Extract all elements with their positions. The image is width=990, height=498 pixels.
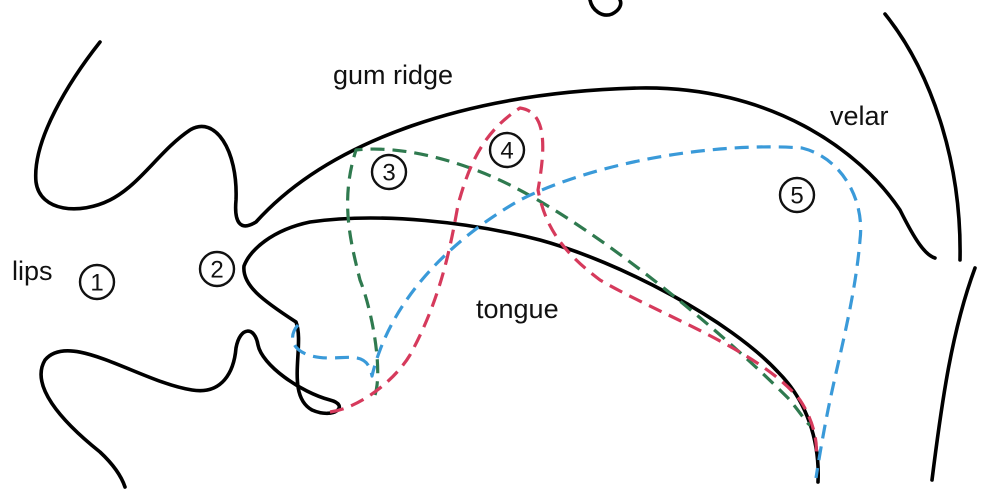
region-labels: gum ridge velar lips tongue bbox=[12, 60, 889, 324]
blue-dashed-tongue-curve bbox=[293, 147, 861, 478]
lips-label: lips bbox=[12, 256, 53, 286]
top-curl-outline bbox=[590, 0, 621, 15]
marker-1: 1 bbox=[80, 265, 114, 299]
marker-3-label: 3 bbox=[382, 160, 395, 187]
tongue-label: tongue bbox=[476, 294, 559, 324]
tongue-lower-lip-outline bbox=[41, 218, 818, 487]
marker-4-label: 4 bbox=[500, 138, 513, 165]
pharynx-lower-outline bbox=[932, 268, 975, 480]
gum-ridge-label: gum ridge bbox=[333, 60, 453, 90]
marker-1-label: 1 bbox=[90, 270, 103, 297]
upper-lip-palate-outline bbox=[36, 42, 935, 258]
anatomy-outlines bbox=[36, 0, 975, 487]
marker-3: 3 bbox=[372, 155, 406, 189]
marker-4: 4 bbox=[490, 133, 524, 167]
velar-label: velar bbox=[830, 101, 889, 131]
marker-2: 2 bbox=[200, 252, 234, 286]
pharynx-upper-outline bbox=[885, 14, 960, 260]
marker-5: 5 bbox=[780, 178, 814, 212]
position-markers: 1 2 3 4 5 bbox=[80, 133, 814, 299]
marker-2-label: 2 bbox=[210, 257, 223, 284]
green-dashed-tongue-curve bbox=[348, 149, 810, 425]
marker-5-label: 5 bbox=[790, 183, 803, 210]
red-dashed-tongue-curve bbox=[330, 108, 816, 455]
